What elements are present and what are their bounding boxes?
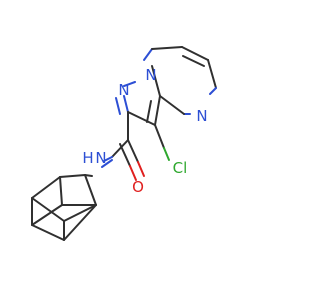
bond-ad-2	[84, 174, 97, 206]
structure-diagram: N N N N H O Cl	[31, 46, 217, 241]
bond-c7-n8	[209, 87, 217, 95]
bond-c6-c7	[207, 59, 217, 89]
bond-c8a-c3a	[159, 95, 185, 115]
bond-c3-cl	[154, 124, 165, 149]
bond-nh-c2ad	[84, 174, 93, 177]
bond-ad-7	[31, 204, 63, 226]
bond-ad-5	[63, 204, 97, 222]
bond-n-ch	[101, 159, 113, 168]
atom-cl: Cl	[173, 159, 188, 177]
bond-n1-c5	[151, 46, 183, 50]
atom-n-amide: N	[95, 149, 106, 167]
bond-camide-n	[111, 139, 129, 158]
bond-ad-4	[31, 197, 65, 222]
bond-ad-3	[31, 176, 61, 199]
atom-n-pyrimidine: N	[196, 107, 207, 125]
bond-ad-1	[59, 174, 86, 178]
bond-ad-9	[31, 224, 65, 241]
atom-n-bridge: N	[145, 66, 156, 84]
atom-o-carbonyl: O	[132, 178, 144, 196]
bond-c5-c6	[181, 46, 209, 61]
bond-camide-o-double-end	[129, 165, 137, 181]
bond-c3-c3a	[154, 95, 161, 126]
bond-c3-c3a-double	[146, 100, 152, 123]
bond-ad-6	[59, 176, 63, 206]
bond-camide-o-end	[137, 161, 145, 177]
bond-camide-n-end	[103, 156, 113, 162]
bond-c2-c3	[127, 111, 156, 126]
bond-ad-10	[63, 204, 97, 241]
atom-h-amide: H	[82, 149, 93, 167]
bond-camide-o	[127, 139, 139, 163]
atom-n-pyrazole: N	[118, 81, 129, 99]
bond-n1-c7a	[143, 48, 153, 61]
bond-c3-cl-end	[163, 147, 170, 161]
bond-c3a-n1	[151, 65, 161, 97]
bond-n2-c2-double	[115, 97, 121, 115]
bond-c5-c6-double	[182, 55, 205, 67]
bond-n1-n2	[123, 81, 136, 87]
bond-n2-c2	[123, 95, 129, 113]
molecule-canvas: N N N N H O Cl	[31, 46, 217, 241]
